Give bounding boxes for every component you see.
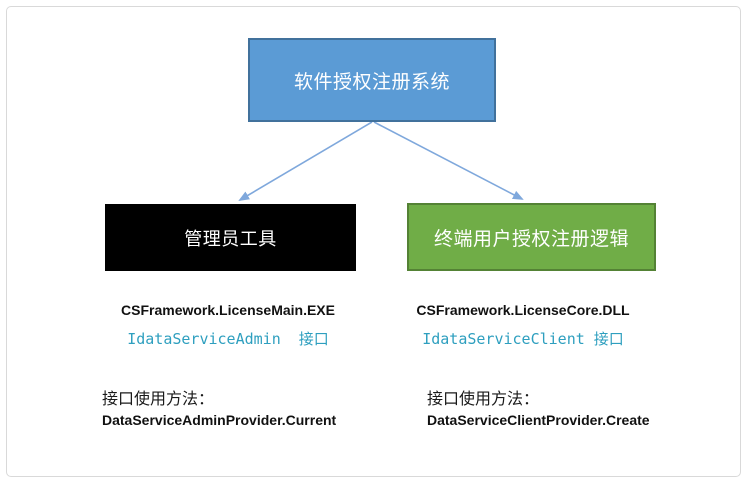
admin-usage-code: DataServiceAdminProvider.Current xyxy=(102,412,337,428)
client-module-name: CSFramework.LicenseCore.DLL xyxy=(416,302,630,318)
root-node-box: 软件授权注册系统 xyxy=(248,38,496,122)
client-usage-code: DataServiceClientProvider.Create xyxy=(427,412,650,428)
client-interface-name: IdataServiceClient 接口 xyxy=(422,330,624,348)
admin-usage-heading: 接口使用方法： xyxy=(102,391,215,408)
admin-tool-node-box: 管理员工具 xyxy=(105,204,356,271)
admin-interface-name: IdataServiceAdmin 接口 xyxy=(127,330,329,348)
client-usage-heading: 接口使用方法： xyxy=(427,391,540,408)
client-logic-node-box: 终端用户授权注册逻辑 xyxy=(407,203,656,271)
arrow-root-to-admin xyxy=(238,121,373,202)
arrow-root-to-client xyxy=(373,121,524,200)
admin-tool-node-label: 管理员工具 xyxy=(184,228,277,249)
admin-module-name: CSFramework.LicenseMain.EXE xyxy=(121,302,335,318)
root-node-label: 软件授权注册系统 xyxy=(293,71,450,93)
client-logic-node-label: 终端用户授权注册逻辑 xyxy=(433,228,629,250)
